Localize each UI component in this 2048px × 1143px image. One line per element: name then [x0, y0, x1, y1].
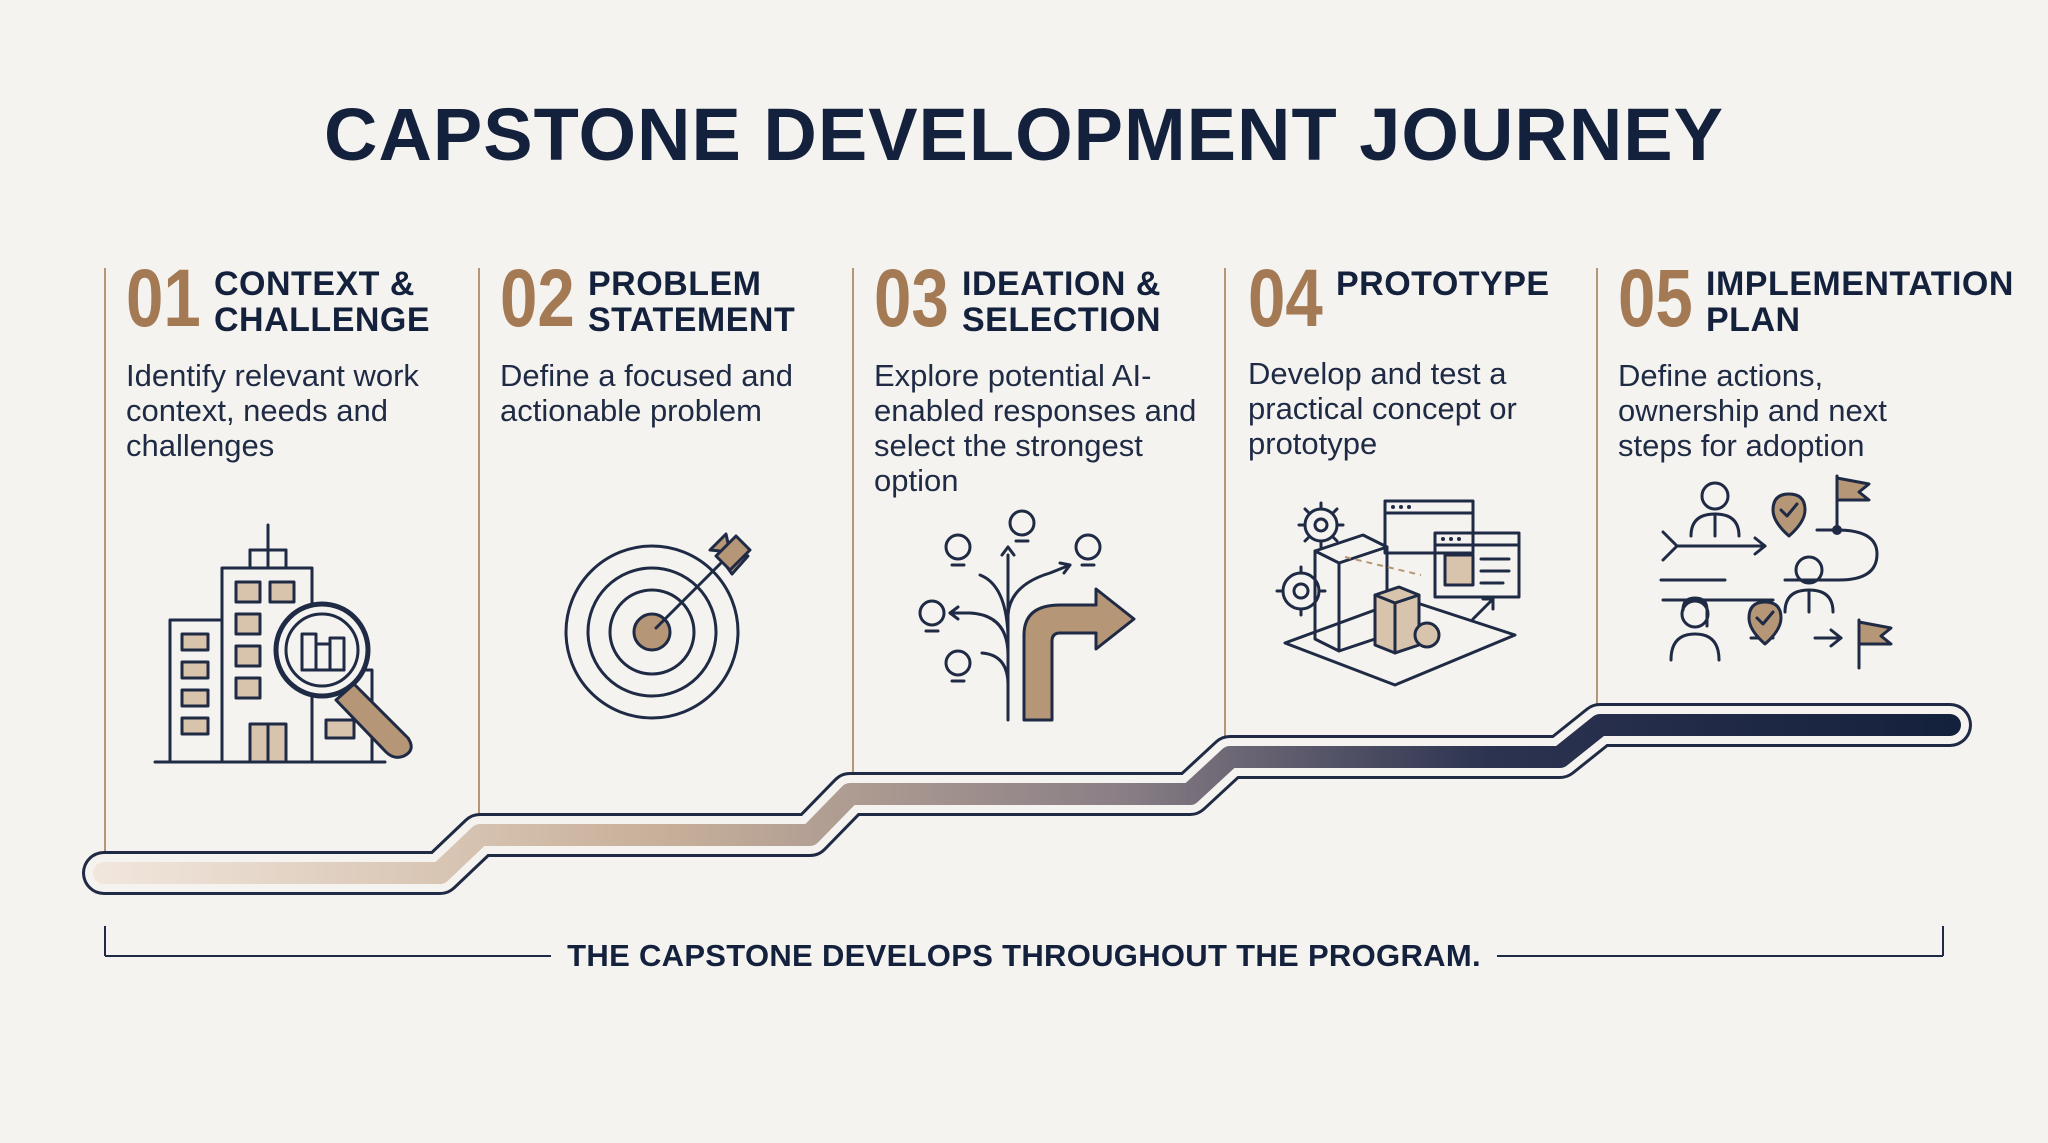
step-description: Develop and test a practical concept or …	[1248, 356, 1517, 461]
step-title: PROTOTYPE	[1336, 265, 1550, 303]
step-description: Define a focused and actionable problem	[500, 358, 793, 428]
step-divider	[478, 268, 480, 814]
branching-ideas-icon	[918, 509, 1136, 722]
step-3: 03 IDEATION & SELECTION Explore potentia…	[874, 253, 1234, 499]
step-number: 04	[1248, 253, 1323, 344]
step-4: 04 PROTOTYPE Develop and test a practica…	[1248, 253, 1608, 462]
step-number: 01	[126, 253, 201, 344]
step-number: 02	[500, 253, 575, 344]
step-title: CONTEXT & CHALLENGE	[214, 265, 431, 339]
footer-caption-text: THE CAPSTONE DEVELOPS THROUGHOUT THE PRO…	[551, 938, 1497, 973]
page-title: CAPSTONE DEVELOPMENT JOURNEY	[324, 93, 1724, 176]
step-description: Define actions, ownership and next steps…	[1618, 358, 1887, 463]
step-divider	[104, 268, 106, 854]
step-5: 05 IMPLEMENTATION PLAN Define actions, o…	[1618, 253, 2013, 464]
people-roadmap-icon	[1659, 474, 1893, 670]
step-description: Explore potential AI-enabled responses a…	[874, 358, 1197, 498]
step-title: PROBLEM STATEMENT	[588, 265, 796, 339]
step-title: IMPLEMENTATION PLAN	[1706, 265, 2014, 339]
step-2: 02 PROBLEM STATEMENT Define a focused an…	[500, 253, 860, 429]
step-number: 03	[874, 253, 949, 344]
target-arrow-icon	[564, 532, 752, 720]
building-magnifier-icon	[153, 523, 413, 764]
step-description: Identify relevant work context, needs an…	[126, 358, 419, 463]
step-1: 01 CONTEXT & CHALLENGE Identify relevant…	[126, 253, 486, 464]
prototype-isometric-icon	[1275, 499, 1521, 687]
footer-caption: THE CAPSTONE DEVELOPS THROUGHOUT THE PRO…	[0, 938, 2048, 974]
step-number: 05	[1618, 253, 1693, 344]
step-title: IDEATION & SELECTION	[962, 265, 1162, 339]
step-divider	[852, 268, 854, 780]
step-divider	[1596, 268, 1598, 708]
step-divider	[1224, 268, 1226, 738]
progress-path-fill	[93, 714, 1961, 884]
